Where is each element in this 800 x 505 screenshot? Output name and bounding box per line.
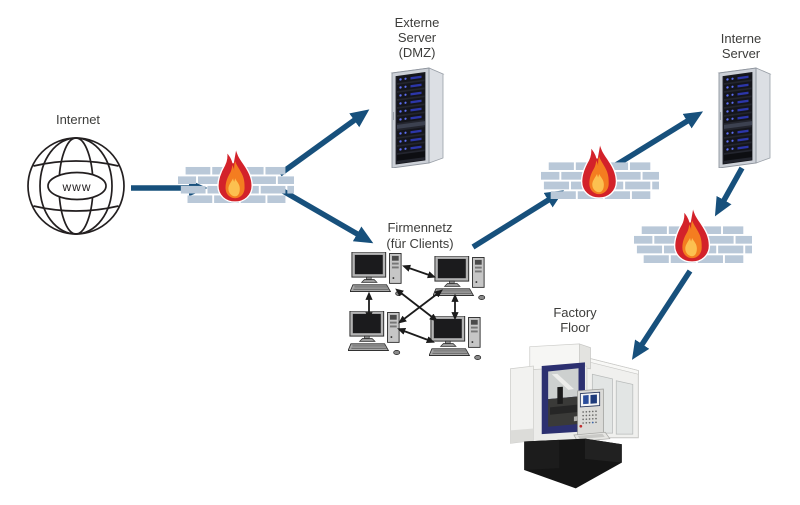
lan-link-bl-br	[397, 327, 435, 344]
lan-links	[365, 264, 459, 344]
external-server-label-line-2: Server	[398, 30, 437, 45]
lan-link-tl-br	[395, 288, 438, 322]
arrow-firewall1-to-company-network	[281, 188, 374, 244]
company-network-label-line-2: (für Clients)	[386, 236, 453, 251]
company-network-cluster	[348, 252, 486, 361]
internal-server-label-line-2: Server	[722, 46, 761, 61]
internal-server-rack-icon	[718, 67, 771, 168]
www-label: www	[62, 180, 92, 194]
factory-floor-label-line-1: Factory	[553, 305, 597, 320]
arrow-company-network-to-firewall2	[471, 190, 565, 250]
arrow-firewall1-to-external-server	[278, 109, 370, 177]
external-server-label-line-3: (DMZ)	[399, 45, 436, 60]
external-server-label-line-1: Externe	[395, 15, 440, 30]
client-pc-bottom-left-icon	[348, 311, 401, 356]
external-server-rack-icon	[391, 67, 444, 168]
client-pc-top-left-icon	[350, 252, 403, 297]
diagram-labels: Internet Externe Server (DMZ) Interne Se…	[56, 15, 761, 335]
firewall-1-icon	[178, 147, 294, 203]
arrow-firewall2-to-internal-server	[614, 111, 704, 168]
internal-server-label-line-1: Interne	[721, 31, 761, 46]
cnc-machine-icon	[510, 343, 639, 489]
lan-link-tr-bl	[398, 289, 443, 324]
firewall-3-icon	[634, 206, 752, 263]
flow-arrows	[131, 109, 745, 360]
arrow-firewall3-to-factory	[631, 269, 693, 360]
company-network-label-line-1: Firmennetz	[387, 220, 452, 235]
factory-floor-label-line-2: Floor	[560, 320, 590, 335]
client-pc-top-right-icon	[433, 256, 486, 301]
arrow-internal-server-to-firewall3	[714, 166, 745, 217]
client-pc-bottom-right-icon	[429, 316, 482, 361]
globe-icon	[27, 137, 125, 235]
internet-label: Internet	[56, 112, 100, 127]
lan-link-tl-tr	[402, 264, 436, 279]
